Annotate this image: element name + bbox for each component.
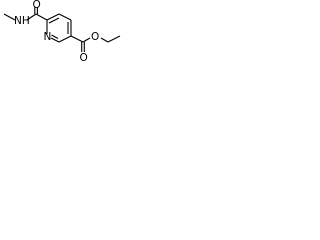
- amide-c-n-bond: [26, 13, 37, 21]
- amide-oxygen-label: O: [33, 0, 41, 11]
- ethyl-o-ch2-bond: [100, 37, 109, 43]
- methyl-n-bond: [3, 13, 16, 21]
- ring-nitrogen-label: N: [44, 31, 52, 43]
- chemical-structure: NH O N O O: [3, 0, 121, 64]
- amide-carbonyl-double-bond: [34, 7, 38, 14]
- pyridine-ring: [46, 13, 72, 43]
- ethyl-ch2-ch3-bond: [107, 35, 121, 43]
- ester-ether-oxygen-label: O: [91, 31, 99, 43]
- ester-carbonyl-double-bond: [81, 42, 85, 52]
- ring-to-ester-bond: [70, 35, 84, 43]
- ester-carbonyl-oxygen-label: O: [80, 52, 88, 64]
- nh-label: NH: [14, 15, 30, 27]
- amide-to-ring-bond: [35, 13, 48, 21]
- ester-c-o-bond: [82, 37, 91, 43]
